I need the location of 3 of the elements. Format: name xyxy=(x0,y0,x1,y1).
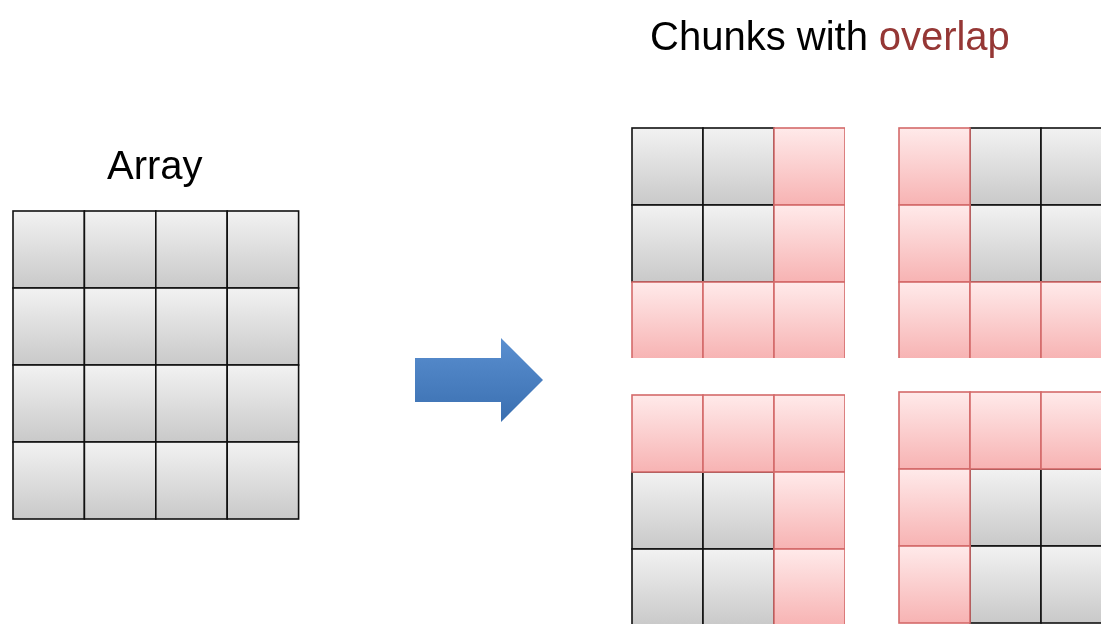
title-text: Chunks with xyxy=(650,16,868,56)
highlighted-title-text: overlap xyxy=(878,16,1010,56)
title-text: Array xyxy=(107,145,203,185)
